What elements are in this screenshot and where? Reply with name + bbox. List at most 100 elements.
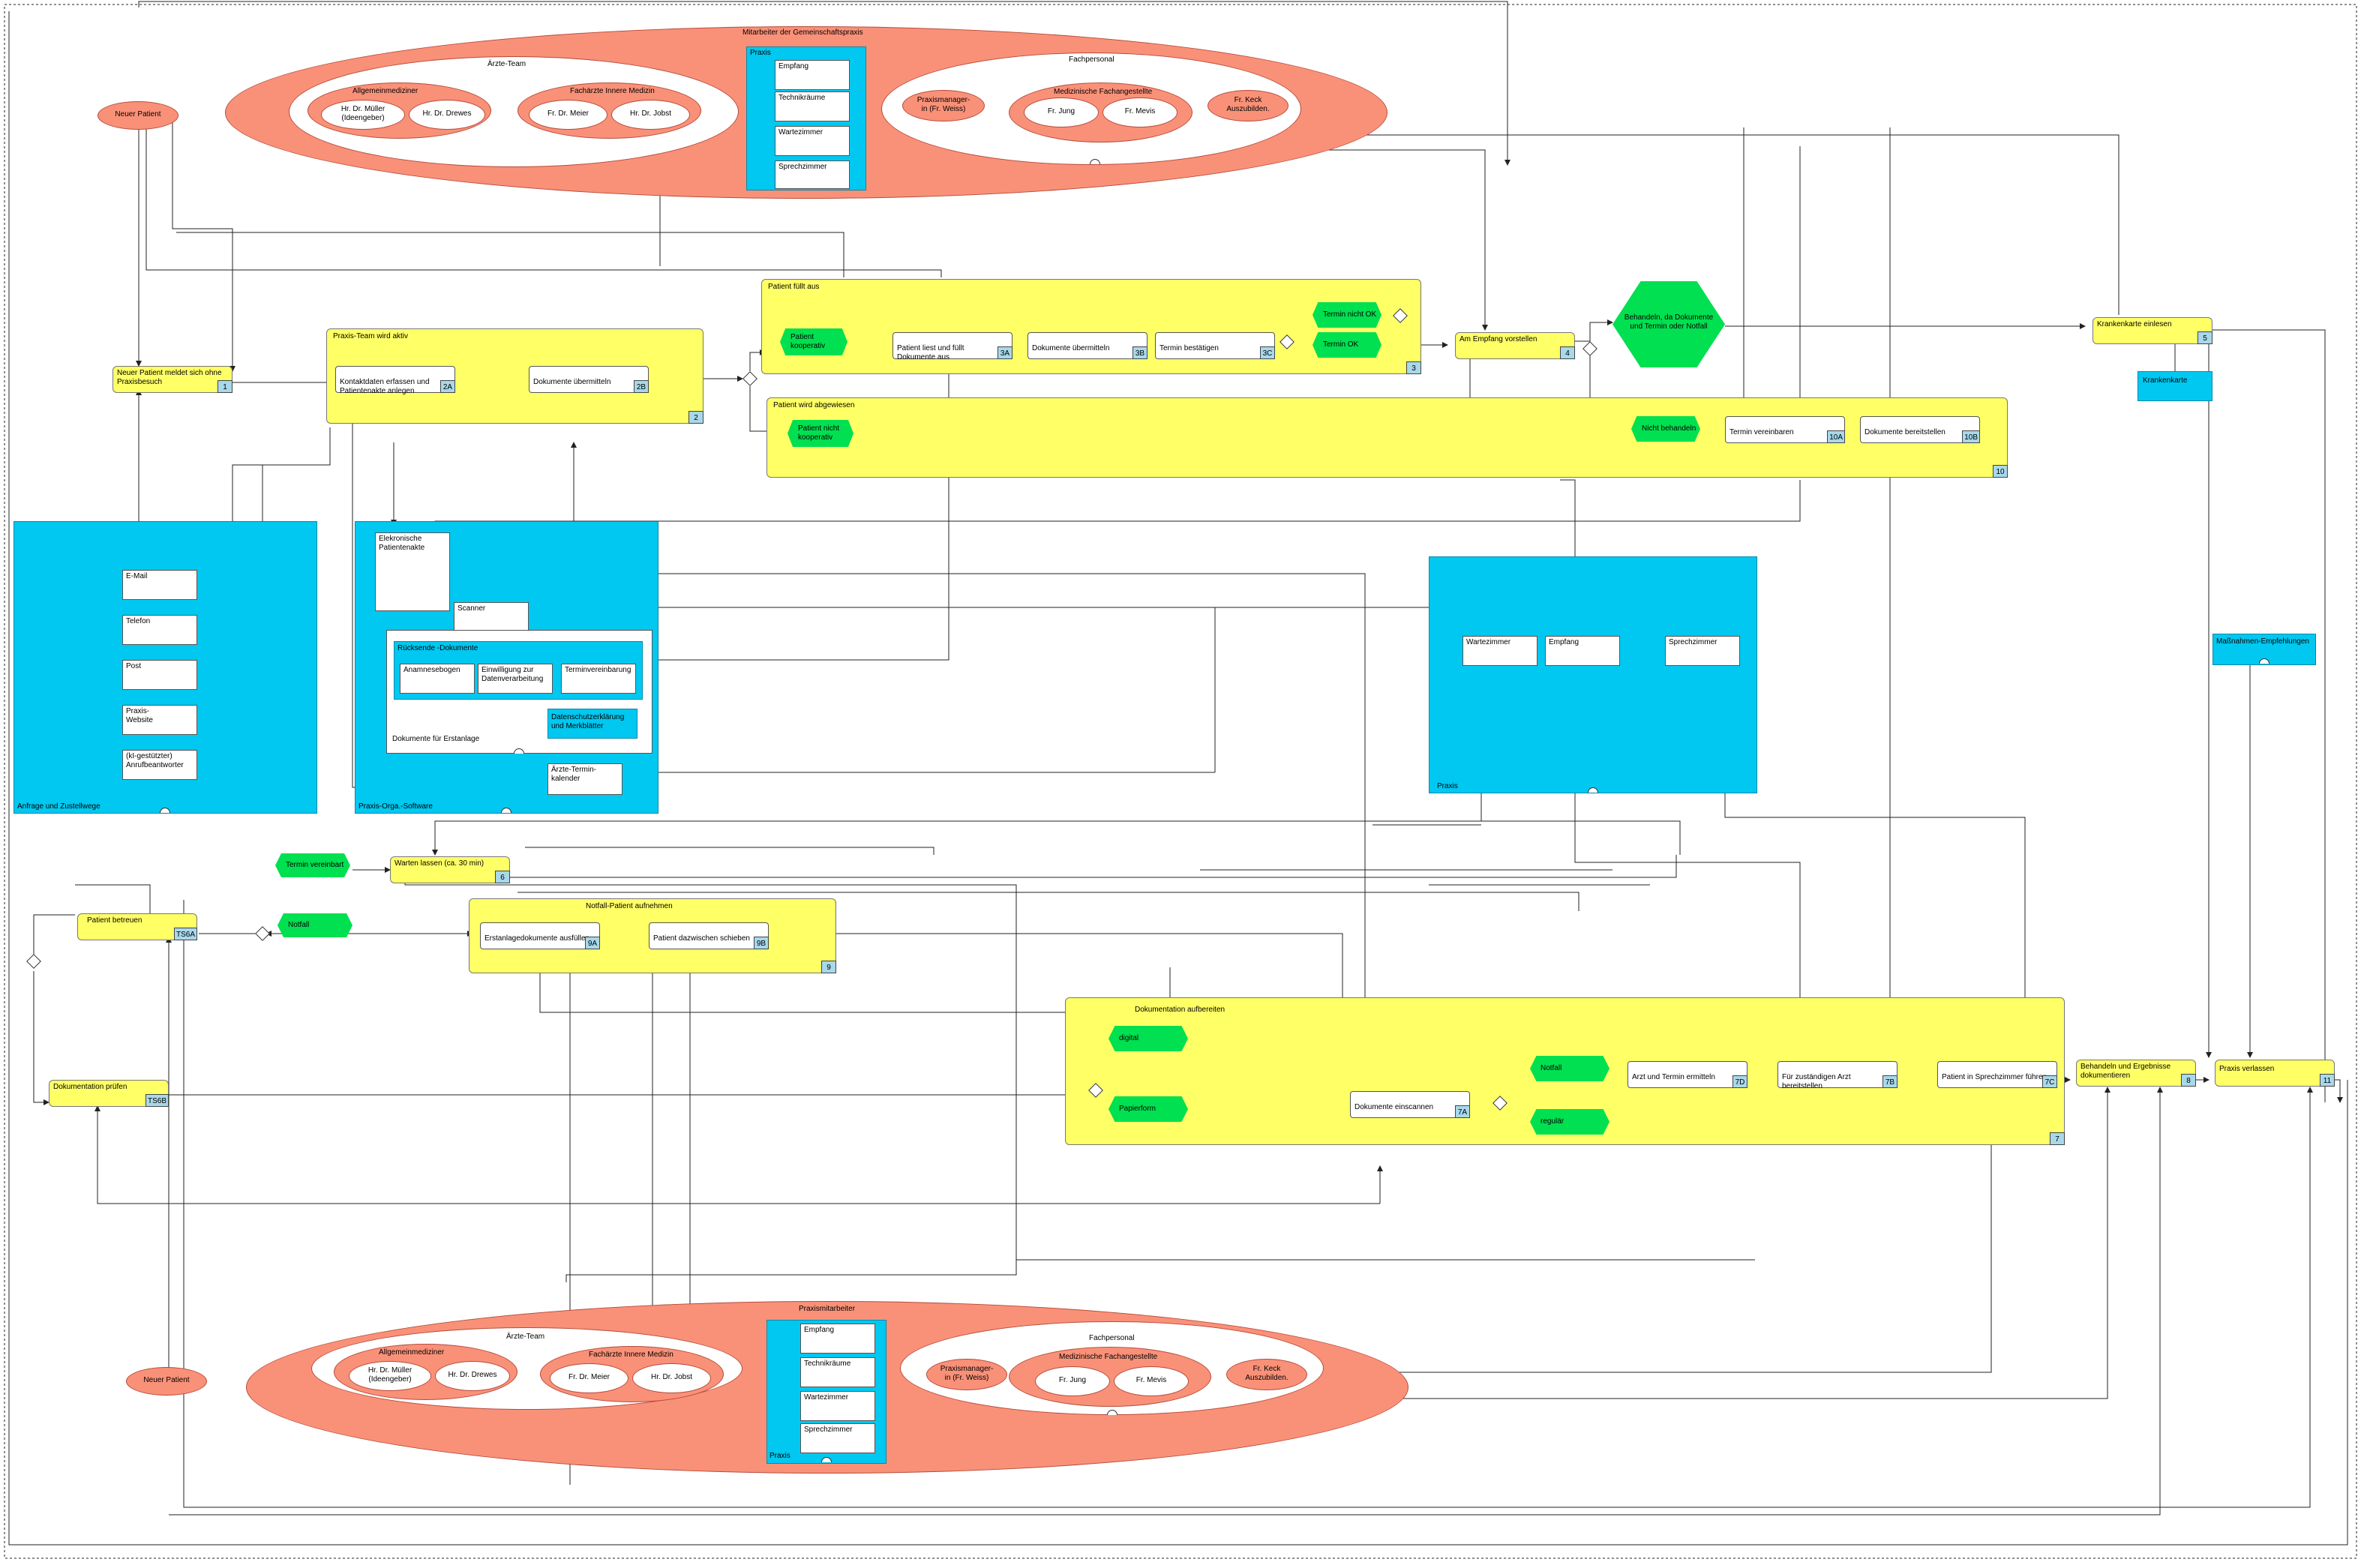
mueller-bottom — [349, 1361, 431, 1391]
group-3-number: 3 — [1406, 361, 1421, 374]
mevis-top — [1102, 97, 1178, 127]
praxismanager-bottom — [926, 1359, 1007, 1390]
event-notfall: Notfall — [278, 913, 352, 937]
task-3c[interactable]: Termin bestätigen 3C — [1155, 332, 1275, 359]
org-bottom-title: Praxismitarbeiter — [799, 1305, 856, 1313]
fachpersonal-bottom-marker — [1107, 1410, 1118, 1415]
task-7b-number: 7B — [1882, 1075, 1898, 1088]
task-3a[interactable]: Patient liest und füllt Dokumente aus 3A — [892, 332, 1012, 361]
meier-top-label: Fr. Dr. Meier — [547, 109, 589, 118]
task-2a-number: 2A — [440, 380, 455, 393]
task-7b[interactable]: Für zuständigen Arzt bereitstellen 7B — [1778, 1061, 1898, 1090]
praxis-bottom-label: Praxis — [770, 1452, 790, 1460]
allgemein-bottom-label: Allgemeinmediziner — [379, 1348, 445, 1357]
praxis-bottom-marker — [821, 1457, 832, 1462]
task-10a[interactable]: Termin vereinbaren 10A — [1725, 416, 1845, 443]
task-10a-label: Termin vereinbaren — [1730, 428, 1794, 436]
task-7c-label: Patient in Sprechzimmer führen — [1942, 1073, 2048, 1081]
task-9a[interactable]: Erstanlagedokumente ausfüllen 9A — [480, 922, 600, 949]
event-behandeln-label: Behandeln, da Dokumente und Termin oder … — [1624, 313, 1714, 331]
anfrage-website: Praxis- Website — [122, 705, 197, 735]
group-2-title: Praxis-Team wird aktiv — [333, 332, 409, 340]
software-scanner: Scanner — [454, 602, 529, 632]
step-8-label: Behandeln und Ergebnisse dokumentieren — [2080, 1063, 2171, 1080]
praxis-right-marker — [1588, 787, 1598, 793]
task-3b-number: 3B — [1132, 346, 1148, 359]
ruecksende-title: Rücksende -Dokumente — [398, 644, 478, 652]
room-top-warte: Wartezimmer — [775, 126, 850, 156]
task-9b-number: 9B — [754, 937, 769, 949]
task-7d[interactable]: Arzt und Termin ermitteln 7D — [1628, 1061, 1748, 1088]
keck-top — [1208, 90, 1288, 121]
task-2b[interactable]: Dokumente übermitteln 2B — [529, 366, 649, 393]
step-4[interactable]: Am Empfang vorstellen 4 — [1455, 332, 1575, 359]
mevis-bottom-label: Fr. Mevis — [1136, 1376, 1167, 1384]
software-title: Praxis-Orga.-Software — [358, 802, 433, 811]
step-8[interactable]: Behandeln und Ergebnisse dokumentieren 8 — [2076, 1060, 2196, 1087]
task-7d-label: Arzt und Termin ermitteln — [1632, 1073, 1715, 1081]
event-nicht-kooperativ: Patient nicht kooperativ — [788, 420, 854, 447]
meier-bottom — [550, 1363, 628, 1393]
task-3a-number: 3A — [998, 346, 1012, 359]
group-3-title: Patient füllt aus — [768, 283, 820, 291]
step-4-number: 4 — [1560, 346, 1575, 359]
anfrage-marker — [160, 808, 170, 813]
step-6-label: Warten lassen (ca. 30 min) — [394, 859, 484, 868]
massnahmen-marker — [2259, 658, 2270, 664]
software-anamnese: Anamnesebogen — [400, 664, 475, 694]
event-digital: digital — [1108, 1026, 1188, 1051]
jung-bottom — [1035, 1366, 1110, 1396]
task-2b-label: Dokumente übermitteln — [533, 378, 611, 386]
keck-top-label: Fr. Keck Auszubilden. — [1226, 96, 1270, 113]
group-9-title: Notfall-Patient aufnehmen — [586, 902, 673, 910]
task-10b-number: 10B — [1962, 430, 1980, 443]
jung-bottom-label: Fr. Jung — [1058, 1376, 1087, 1384]
step-5[interactable]: Krankenkarte einlesen 5 — [2092, 317, 2212, 344]
mevis-bottom — [1114, 1366, 1189, 1396]
software-einwilligung: Einwilligung zur Datenverarbeitung — [478, 664, 553, 694]
task-7b-label: Für zuständigen Arzt bereitstellen — [1782, 1073, 1851, 1090]
fachpersonal-bottom-label: Fachpersonal — [1089, 1334, 1135, 1342]
task-3c-label: Termin bestätigen — [1160, 344, 1219, 352]
drewes-bottom-label: Hr. Dr. Drewes — [448, 1371, 497, 1379]
event-kooperativ: Patient kooperativ — [780, 328, 848, 355]
drewes-bottom — [435, 1361, 510, 1391]
mueller-top-label: Hr. Dr. Müller (Ideengeber) — [340, 105, 386, 122]
task-ts6b-label: Dokumentation prüfen — [53, 1083, 128, 1091]
praxismanager-bottom-label: Praxismanager- in (Fr. Weiss) — [940, 1365, 994, 1382]
mfa-top-label: Medizinische Fachangestellte — [1054, 88, 1153, 96]
room-bottom-warte: Wartezimmer — [800, 1391, 875, 1421]
step-4-label: Am Empfang vorstellen — [1460, 335, 1538, 343]
room-top-sprech: Sprechzimmer — [775, 160, 850, 189]
krankenkarte-label: Krankenkarte — [2143, 376, 2188, 385]
task-ts6b[interactable]: Dokumentation prüfen TS6B — [49, 1080, 169, 1107]
task-7a[interactable]: Dokumente einscannen 7A — [1350, 1091, 1470, 1118]
step-6[interactable]: Warten lassen (ca. 30 min) 6 — [390, 856, 510, 883]
software-datenschutz: Datenschutzerklärung und Merkblätter — [548, 709, 638, 739]
step-1[interactable]: Neuer Patient meldet sich ohne Praxisbes… — [112, 366, 232, 393]
jobst-top-label: Hr. Dr. Jobst — [629, 109, 671, 118]
step-11[interactable]: Praxis verlassen 11 — [2215, 1060, 2335, 1087]
task-3b[interactable]: Dokumente übermitteln 3B — [1028, 332, 1148, 359]
task-7c[interactable]: Patient in Sprechzimmer führen 7C — [1937, 1061, 2057, 1088]
task-9b[interactable]: Patient dazwischen schieben 9B — [649, 922, 769, 949]
task-2a[interactable]: Kontaktdaten erfassen und Patientenakte … — [335, 366, 455, 395]
task-9b-label: Patient dazwischen schieben — [653, 934, 750, 943]
krankenkarte: Krankenkarte — [2138, 371, 2212, 401]
software-erstanlage-marker — [514, 748, 524, 754]
task-7c-number: 7C — [2042, 1075, 2057, 1088]
task-2b-number: 2B — [634, 380, 649, 393]
massnahmen-label: Maßnahmen-Empfehlungen — [2216, 637, 2309, 646]
praxis-top-label: Praxis — [750, 49, 771, 57]
praxis-right-panel: Praxis — [1429, 556, 1757, 793]
task-ts6a[interactable]: Patient betreuen TS6A — [77, 913, 197, 940]
meier-bottom-label: Fr. Dr. Meier — [568, 1373, 610, 1381]
room-bottom-empfang: Empfang — [800, 1324, 875, 1354]
software-marker — [501, 808, 512, 813]
anfrage-telefon: Telefon — [122, 615, 197, 645]
task-10b[interactable]: Dokumente bereitstellen 10B — [1860, 416, 1980, 443]
praxismanager-top-label: Praxismanager- in (Fr. Weiss) — [916, 96, 970, 113]
step-5-number: 5 — [2198, 331, 2212, 344]
event-papierform: Papierform — [1108, 1096, 1188, 1122]
